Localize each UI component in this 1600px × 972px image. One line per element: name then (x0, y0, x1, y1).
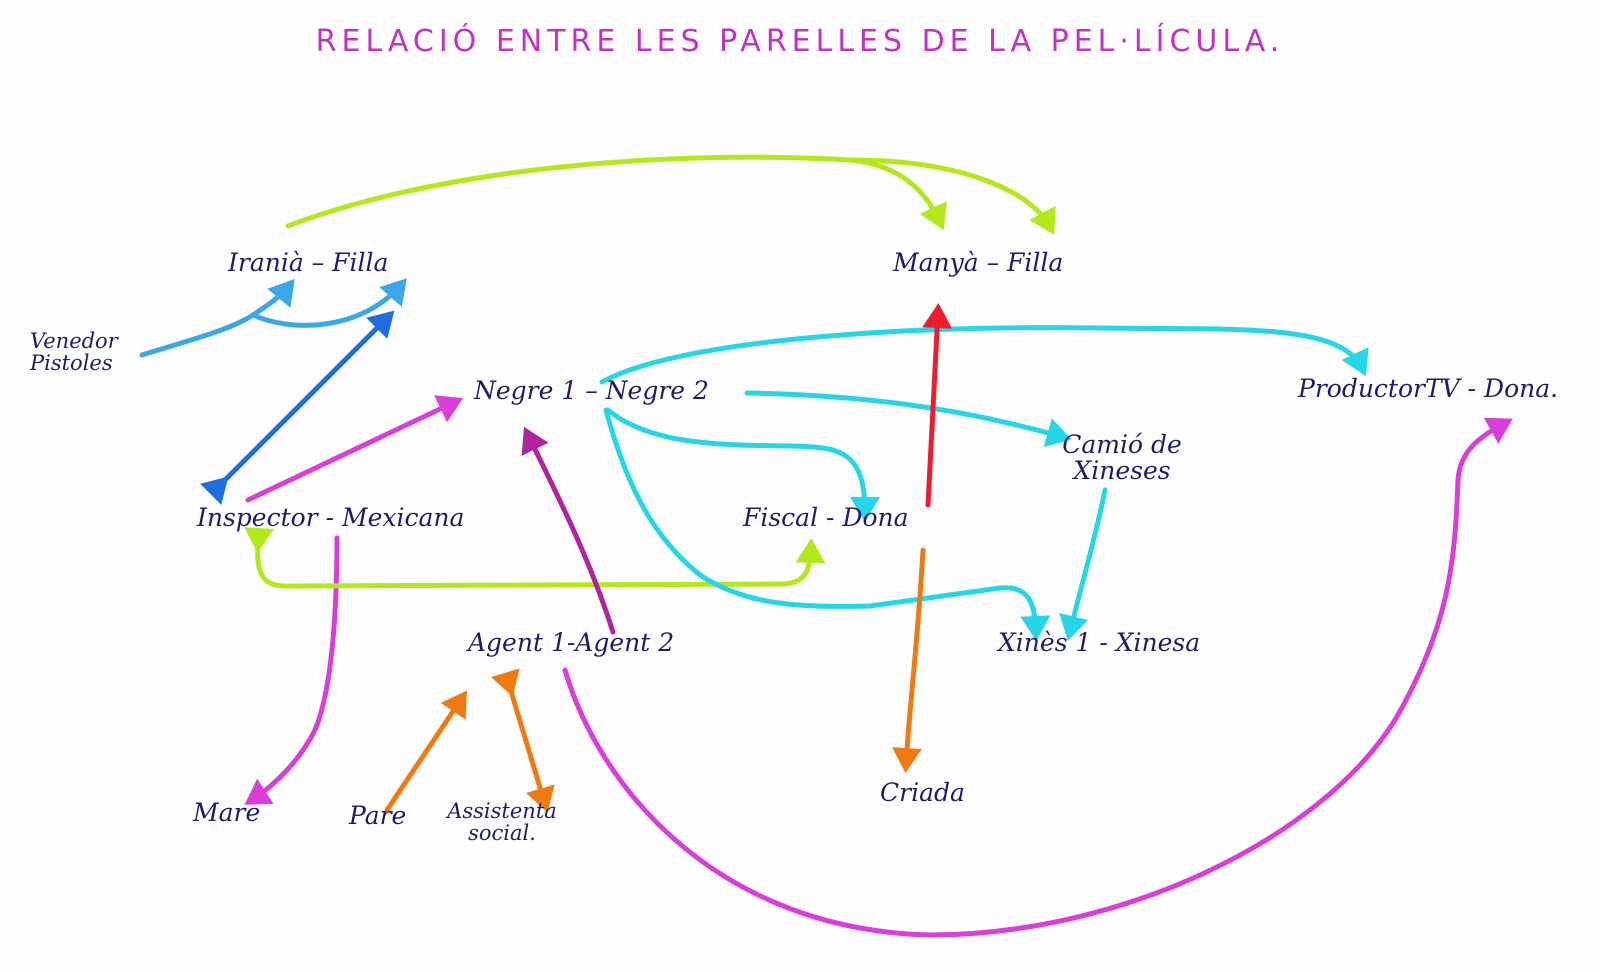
edge-negre-to-xines (603, 407, 1051, 641)
node-assistenta-line1: Assistenta (447, 799, 557, 823)
diagram-title: RELACIÓ ENTRE LES PARELLES DE LA PEL·LÍC… (315, 24, 1285, 59)
node-camio-line1: Camió de (1062, 430, 1182, 459)
node-criada: Criada (880, 778, 965, 807)
edge-negre-to-camio (744, 390, 1072, 448)
edge-agent-to-negre (521, 426, 616, 635)
edge-inspector-fiscal (244, 527, 826, 589)
edge-inspector-filla-blue (200, 310, 395, 505)
node-pare: Pare (349, 801, 407, 830)
edge-fiscal-to-criada (892, 547, 926, 773)
node-venedor-pistoles: Venedor Pistoles (30, 330, 118, 374)
node-xines-xinesa: Xinès 1 - Xinesa (998, 628, 1201, 657)
node-agents: Agent 1-Agent 2 (468, 628, 675, 657)
edge-pare-to-agent (384, 690, 468, 813)
node-venedor-line1: Venedor (30, 329, 118, 353)
edge-fiscal-to-manya (922, 303, 953, 508)
node-inspector-mexicana: Inspector - Mexicana (197, 503, 465, 532)
node-camio-xineses: Camió de Xineses (1062, 430, 1182, 486)
node-irania-filla: Iranià – Filla (228, 248, 389, 277)
node-assistenta-line2: social. (468, 821, 536, 846)
edge-negre-to-fiscal (605, 407, 880, 522)
node-manya-filla: Manyà – Filla (893, 248, 1064, 277)
edge-irania-to-manya (285, 154, 947, 231)
edge-inspector-to-mare (244, 535, 340, 805)
node-camio-line2: Xineses (1073, 456, 1171, 486)
edge-irania-to-manya-branch (847, 157, 1056, 235)
node-negre: Negre 1 – Negre 2 (474, 376, 709, 405)
node-assistenta-social: Assistenta social. (447, 800, 557, 844)
node-fiscal-dona: Fiscal - Dona (743, 503, 909, 532)
edge-camio-to-xines (1059, 487, 1108, 641)
edge-agent-to-productor (562, 417, 1513, 938)
edge-agent-assistenta (491, 668, 555, 813)
edge-venedor-to-filla (250, 278, 407, 328)
node-mare: Mare (193, 798, 261, 827)
node-venedor-line2: Pistoles (30, 351, 113, 376)
edge-inspector-to-negre (245, 395, 464, 503)
edge-negre-to-productor (599, 325, 1369, 385)
node-productor-dona: ProductorTV - Dona. (1298, 374, 1559, 403)
